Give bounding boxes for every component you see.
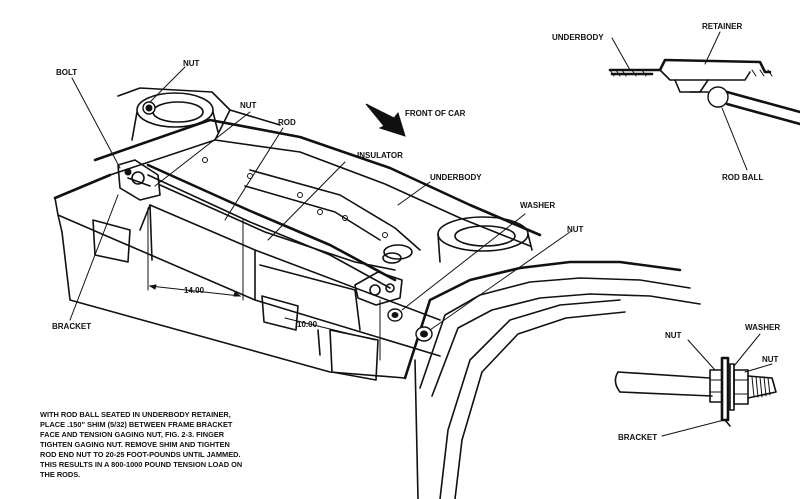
- label-bracket: BRACKET: [52, 322, 91, 331]
- instruction-note: WITH ROD BALL SEATED IN UNDERBODY RETAIN…: [40, 410, 330, 480]
- label-nut-mid: NUT: [240, 101, 257, 110]
- label-rod: ROD: [278, 118, 296, 127]
- nut-top: [142, 101, 156, 115]
- label-washer-detail: WASHER: [745, 323, 780, 332]
- nut-right: [415, 326, 433, 342]
- retainer-detail: [608, 31, 800, 171]
- washer: [387, 308, 403, 322]
- underbody-assembly: [53, 87, 701, 499]
- label-insulator: INSULATOR: [357, 151, 403, 160]
- note-line: THE RODS.: [40, 470, 81, 479]
- note-line: FACE AND TENSION GAGING NUT, FIG. 2-3. F…: [40, 430, 225, 439]
- bolt-detail: [614, 333, 777, 437]
- note-line: PLACE .150" SHIM (5/32) BETWEEN FRAME BR…: [40, 420, 233, 429]
- label-nut-top: NUT: [183, 59, 200, 68]
- bracket-left: [117, 159, 161, 201]
- note-line: THIS RESULTS IN A 800-1000 POUND TENSION…: [40, 460, 243, 469]
- label-front-of-car: FRONT OF CAR: [405, 109, 466, 118]
- note-line: WITH ROD BALL SEATED IN UNDERBODY RETAIN…: [40, 410, 231, 419]
- insulator: [382, 244, 413, 264]
- dimension-10: [284, 299, 381, 361]
- label-washer: WASHER: [520, 201, 555, 210]
- dimension-10-value: 10.00: [297, 320, 318, 329]
- label-bolt: BOLT: [56, 68, 77, 77]
- strut-rod: [146, 163, 397, 289]
- dimension-14-value: 14.00: [184, 286, 205, 295]
- label-nut-right-detail: NUT: [762, 355, 779, 364]
- label-bracket-detail: BRACKET: [618, 433, 657, 442]
- bracket-right: [354, 271, 403, 306]
- label-underbody: UNDERBODY: [430, 173, 482, 182]
- note-line: ROD END NUT TO 20-25 FOOT-POUNDS UNTIL J…: [40, 450, 241, 459]
- label-retainer: RETAINER: [702, 22, 743, 31]
- note-line: TIGHTEN GAGING NUT. REMOVE SHIM AND TIGH…: [40, 440, 230, 449]
- leader-lines: [69, 66, 571, 331]
- label-underbody-detail: UNDERBODY: [552, 33, 604, 42]
- label-nut-left-detail: NUT: [665, 331, 682, 340]
- label-nut-right: NUT: [567, 225, 584, 234]
- dimension-14: [147, 207, 244, 301]
- label-rod-ball: ROD BALL: [722, 173, 763, 182]
- front-arrow-icon: [365, 103, 406, 137]
